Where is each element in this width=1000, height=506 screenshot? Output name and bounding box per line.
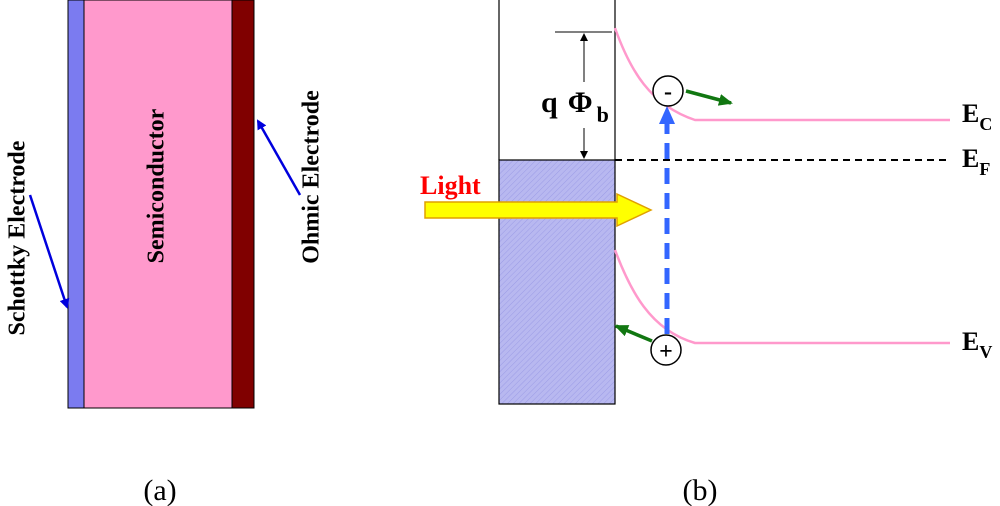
metal-filled-states <box>498 159 616 405</box>
valence-band-curve <box>613 249 950 345</box>
ec-sub: C <box>979 114 992 134</box>
electron-circle <box>652 75 684 107</box>
caption-a: (a) <box>143 474 176 506</box>
barrier-q: q <box>541 86 558 119</box>
hole-drift-arrow <box>614 324 653 343</box>
semiconductor-layer <box>83 0 233 409</box>
panel-a: Semiconductor Schottky Electrode Ohmic E… <box>5 0 325 506</box>
ev-sub: V <box>979 342 992 362</box>
caption-b: (b) <box>683 474 718 506</box>
light-label: Light <box>420 171 481 200</box>
ef-sub: F <box>979 159 990 179</box>
ef-label: EF <box>962 144 990 179</box>
barrier-phi: Φ <box>568 86 593 119</box>
conduction-band-curve <box>613 27 950 122</box>
light-arrow <box>424 192 653 228</box>
ev-label: EV <box>962 327 992 362</box>
barrier-sub: b <box>597 102 609 127</box>
schottky-pointer-arrow <box>28 194 70 309</box>
ohmic-electrode-label: Ohmic Electrode <box>299 90 325 264</box>
hole-circle <box>650 334 682 366</box>
ec-label: EC <box>962 99 992 134</box>
ev-main: E <box>962 327 979 356</box>
semiconductor-label: Semiconductor <box>144 108 170 263</box>
electron-drift-arrow <box>685 89 733 106</box>
ohmic-electrode-layer <box>231 0 255 409</box>
electron-symbol: - <box>664 79 672 105</box>
ohmic-pointer-arrow <box>256 119 302 196</box>
hole-symbol: + <box>659 339 673 365</box>
schottky-electrode-label: Schottky Electrode <box>5 140 31 335</box>
ef-main: E <box>962 144 979 173</box>
ec-main: E <box>962 99 979 128</box>
schottky-electrode-layer <box>67 0 85 409</box>
